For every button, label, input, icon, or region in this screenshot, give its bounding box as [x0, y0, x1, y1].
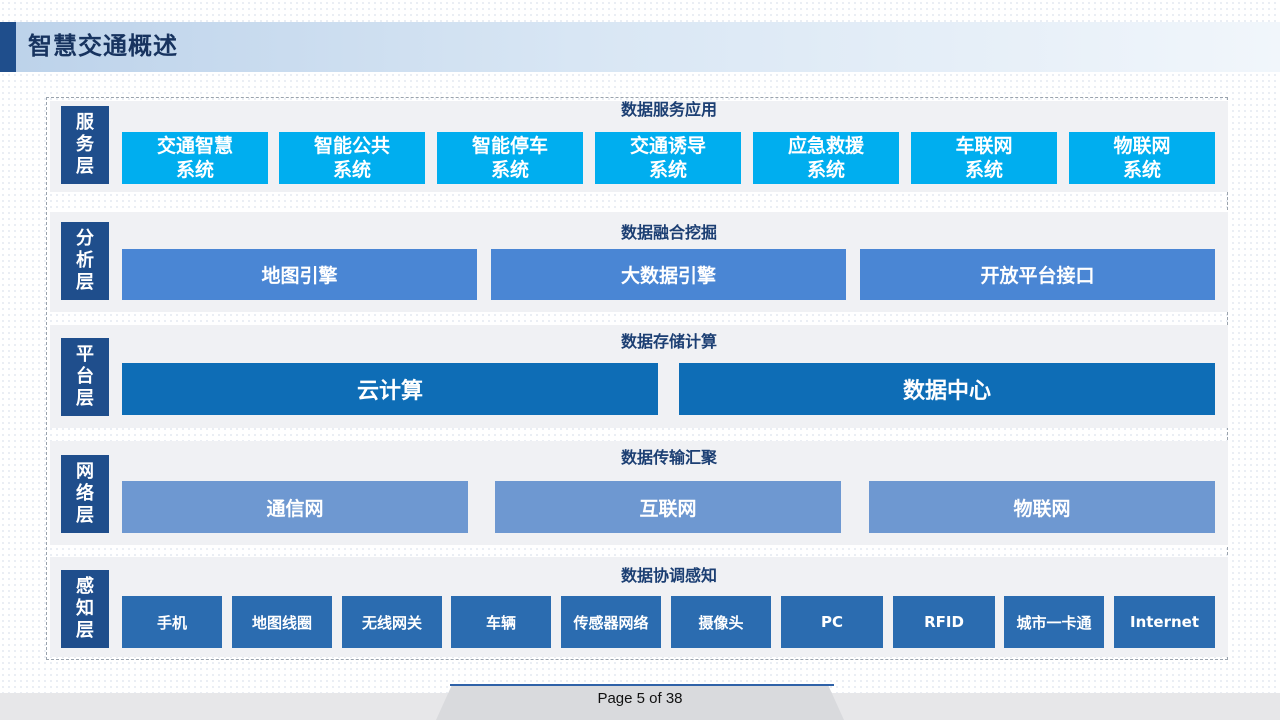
sensing-item-pc: PC: [781, 596, 883, 648]
analysis-item-bigdata-engine: 大数据引擎: [491, 249, 846, 300]
sensing-item-gateway: 无线网关: [342, 596, 442, 648]
sensing-item-camera: 摄像头: [671, 596, 771, 648]
sensing-item-internet: Internet: [1114, 596, 1215, 648]
service-item-traffic: 交通智慧 系统: [122, 132, 268, 184]
sensing-item-vehicle: 车辆: [451, 596, 551, 648]
title-bar: 智慧交通概述: [0, 22, 1280, 72]
analysis-item-map-engine: 地图引擎: [122, 249, 477, 300]
service-item-iov: 车联网 系统: [911, 132, 1057, 184]
analysis-layer-heading: 数据融合挖掘: [620, 223, 717, 242]
network-layer-heading: 数据传输汇聚: [620, 448, 717, 467]
service-layer-label: 服务层: [61, 106, 109, 184]
service-item-emergency: 应急救援 系统: [753, 132, 899, 184]
network-item-telecom: 通信网: [122, 481, 468, 533]
platform-layer-heading: 数据存储计算: [620, 332, 717, 351]
page-tab: [436, 684, 844, 720]
sensing-item-citycard: 城市一卡通: [1004, 596, 1104, 648]
page-number: Page 5 of 38: [597, 690, 683, 707]
service-layer-heading: 数据服务应用: [620, 100, 717, 119]
sensing-item-loop: 地图线圈: [232, 596, 332, 648]
page-title: 智慧交通概述: [28, 32, 178, 60]
service-item-guidance: 交通诱导 系统: [595, 132, 741, 184]
analysis-item-open-api: 开放平台接口: [860, 249, 1215, 300]
service-item-public: 智能公共 系统: [279, 132, 425, 184]
sensing-item-phone: 手机: [122, 596, 222, 648]
network-item-internet: 互联网: [495, 481, 841, 533]
service-item-parking: 智能停车 系统: [437, 132, 583, 184]
sensing-item-rfid: RFID: [893, 596, 995, 648]
platform-layer-label: 平台层: [61, 338, 109, 416]
sensing-item-sensor-net: 传感器网络: [561, 596, 661, 648]
service-item-iot: 物联网 系统: [1069, 132, 1215, 184]
platform-item-datacenter: 数据中心: [679, 363, 1215, 415]
platform-item-cloud: 云计算: [122, 363, 658, 415]
sensing-layer-heading: 数据协调感知: [620, 566, 717, 585]
title-accent: [0, 22, 16, 72]
network-layer-label: 网络层: [61, 455, 109, 533]
page-tab-accent: [450, 684, 834, 686]
sensing-layer-label: 感知层: [61, 570, 109, 648]
network-item-iot: 物联网: [869, 481, 1215, 533]
analysis-layer-label: 分析层: [61, 222, 109, 300]
